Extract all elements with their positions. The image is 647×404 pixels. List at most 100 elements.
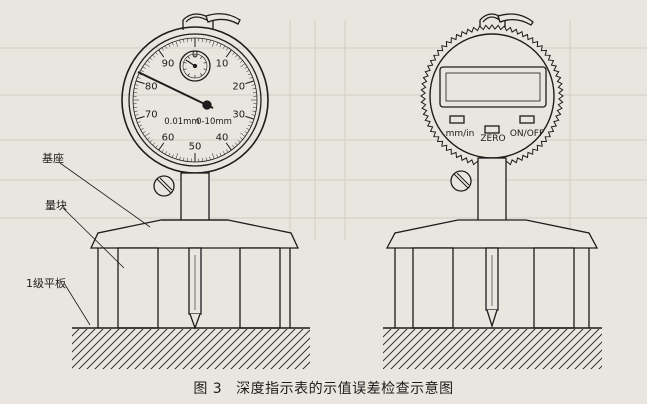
dial-tick bbox=[247, 124, 252, 127]
counter-tick bbox=[203, 61, 207, 64]
counter-tick bbox=[187, 73, 190, 76]
counter-tick bbox=[200, 73, 203, 76]
dial-tick bbox=[232, 144, 235, 148]
dial-tick bbox=[152, 142, 156, 146]
needle-hub bbox=[202, 100, 212, 110]
counter-ticks bbox=[183, 54, 207, 78]
on-off-label: ON/OFF bbox=[510, 129, 544, 139]
dial-tick bbox=[138, 124, 143, 127]
label-gauge-block: 量块 bbox=[45, 199, 67, 212]
dial-tick bbox=[171, 42, 174, 46]
right-stem bbox=[477, 157, 507, 222]
dial-tick bbox=[252, 110, 256, 112]
dial-tick bbox=[252, 88, 256, 90]
dial-number: 40 bbox=[216, 133, 229, 144]
dial-tick bbox=[179, 156, 181, 161]
dial-tick bbox=[140, 127, 144, 131]
dial-tick bbox=[134, 114, 139, 116]
dial-tick bbox=[219, 152, 222, 157]
dial-tick bbox=[205, 157, 207, 161]
left-dial-ticks bbox=[133, 38, 257, 162]
left-lever bbox=[205, 13, 241, 25]
dial-number: 90 bbox=[162, 58, 175, 69]
dial-tick bbox=[161, 149, 164, 153]
dial-tick bbox=[245, 80, 255, 85]
dial-tick bbox=[168, 43, 171, 48]
counter-tick bbox=[183, 61, 187, 64]
dial-tick bbox=[239, 137, 243, 140]
dial-tick bbox=[251, 84, 256, 86]
dial-number: 0 bbox=[192, 50, 198, 61]
mm-in-button[interactable] bbox=[449, 115, 465, 124]
dial-tick bbox=[216, 154, 219, 158]
dial-number: 20 bbox=[232, 81, 245, 92]
dial-tick bbox=[251, 114, 256, 116]
dial-tick bbox=[237, 57, 241, 61]
dial-tick bbox=[226, 149, 229, 153]
label-base: 基座 bbox=[42, 151, 64, 165]
dial-tick bbox=[225, 49, 232, 58]
right-lever bbox=[497, 13, 534, 26]
left-main-needle bbox=[137, 71, 214, 109]
dial-tick bbox=[171, 154, 174, 158]
dial-number: 80 bbox=[145, 81, 158, 92]
dial-tick bbox=[244, 131, 248, 134]
dial-tick bbox=[246, 69, 250, 73]
left-bezel-inner bbox=[128, 33, 262, 167]
dial-tick bbox=[140, 69, 144, 73]
dial-tick bbox=[164, 151, 168, 155]
dial-number: 50 bbox=[189, 142, 202, 153]
dial-tick bbox=[175, 40, 178, 47]
dial-tick bbox=[142, 66, 146, 69]
on-off-button[interactable] bbox=[519, 115, 535, 124]
dial-tick bbox=[158, 49, 165, 58]
counter-tick bbox=[183, 68, 187, 71]
left-counter-dial bbox=[179, 50, 211, 82]
dial-tick bbox=[158, 142, 165, 151]
left-unit-text-1: 0.01mm bbox=[164, 117, 200, 127]
dial-tick bbox=[137, 121, 141, 124]
left-stem bbox=[180, 172, 210, 222]
dial-tick bbox=[179, 39, 181, 44]
flat-plate-hatch bbox=[72, 329, 310, 369]
left-dial-gauge bbox=[72, 13, 310, 369]
counter-tick bbox=[200, 56, 203, 59]
dial-tick bbox=[164, 45, 168, 49]
dial-tick bbox=[144, 132, 150, 137]
dial-number: 70 bbox=[145, 110, 158, 121]
dial-tick bbox=[144, 63, 150, 68]
left-unit-text-2: 0-10mm bbox=[196, 117, 232, 127]
dial-tick bbox=[212, 40, 215, 47]
dial-tick bbox=[247, 73, 252, 76]
dial-tick bbox=[239, 60, 243, 63]
dial-tick bbox=[216, 42, 219, 46]
dial-tick bbox=[142, 131, 146, 134]
dial-number: 30 bbox=[232, 110, 245, 121]
dial-tick bbox=[149, 57, 153, 61]
dial-tick bbox=[183, 157, 185, 161]
dial-tick bbox=[137, 76, 141, 79]
dial-tick bbox=[222, 45, 226, 49]
dial-tick bbox=[149, 139, 153, 143]
dial-tick bbox=[135, 80, 145, 85]
zero-button[interactable] bbox=[484, 125, 500, 134]
dial-tick bbox=[134, 110, 138, 112]
dial-tick bbox=[234, 54, 238, 58]
counter-tick bbox=[187, 56, 190, 59]
dial-tick bbox=[249, 121, 253, 124]
right-digital-gauge bbox=[383, 13, 602, 369]
dial-tick bbox=[152, 54, 156, 58]
dial-number: 10 bbox=[216, 58, 229, 69]
dial-tick bbox=[237, 139, 241, 143]
dial-tick bbox=[147, 60, 151, 63]
counter-tick bbox=[203, 68, 207, 71]
dial-tick bbox=[244, 66, 248, 69]
dial-tick bbox=[147, 137, 151, 140]
figure-title: 深度指示表的示值误差检查示意图 bbox=[236, 381, 454, 397]
dial-tick bbox=[222, 151, 226, 155]
dial-tick bbox=[240, 132, 246, 137]
dial-tick bbox=[240, 63, 246, 68]
